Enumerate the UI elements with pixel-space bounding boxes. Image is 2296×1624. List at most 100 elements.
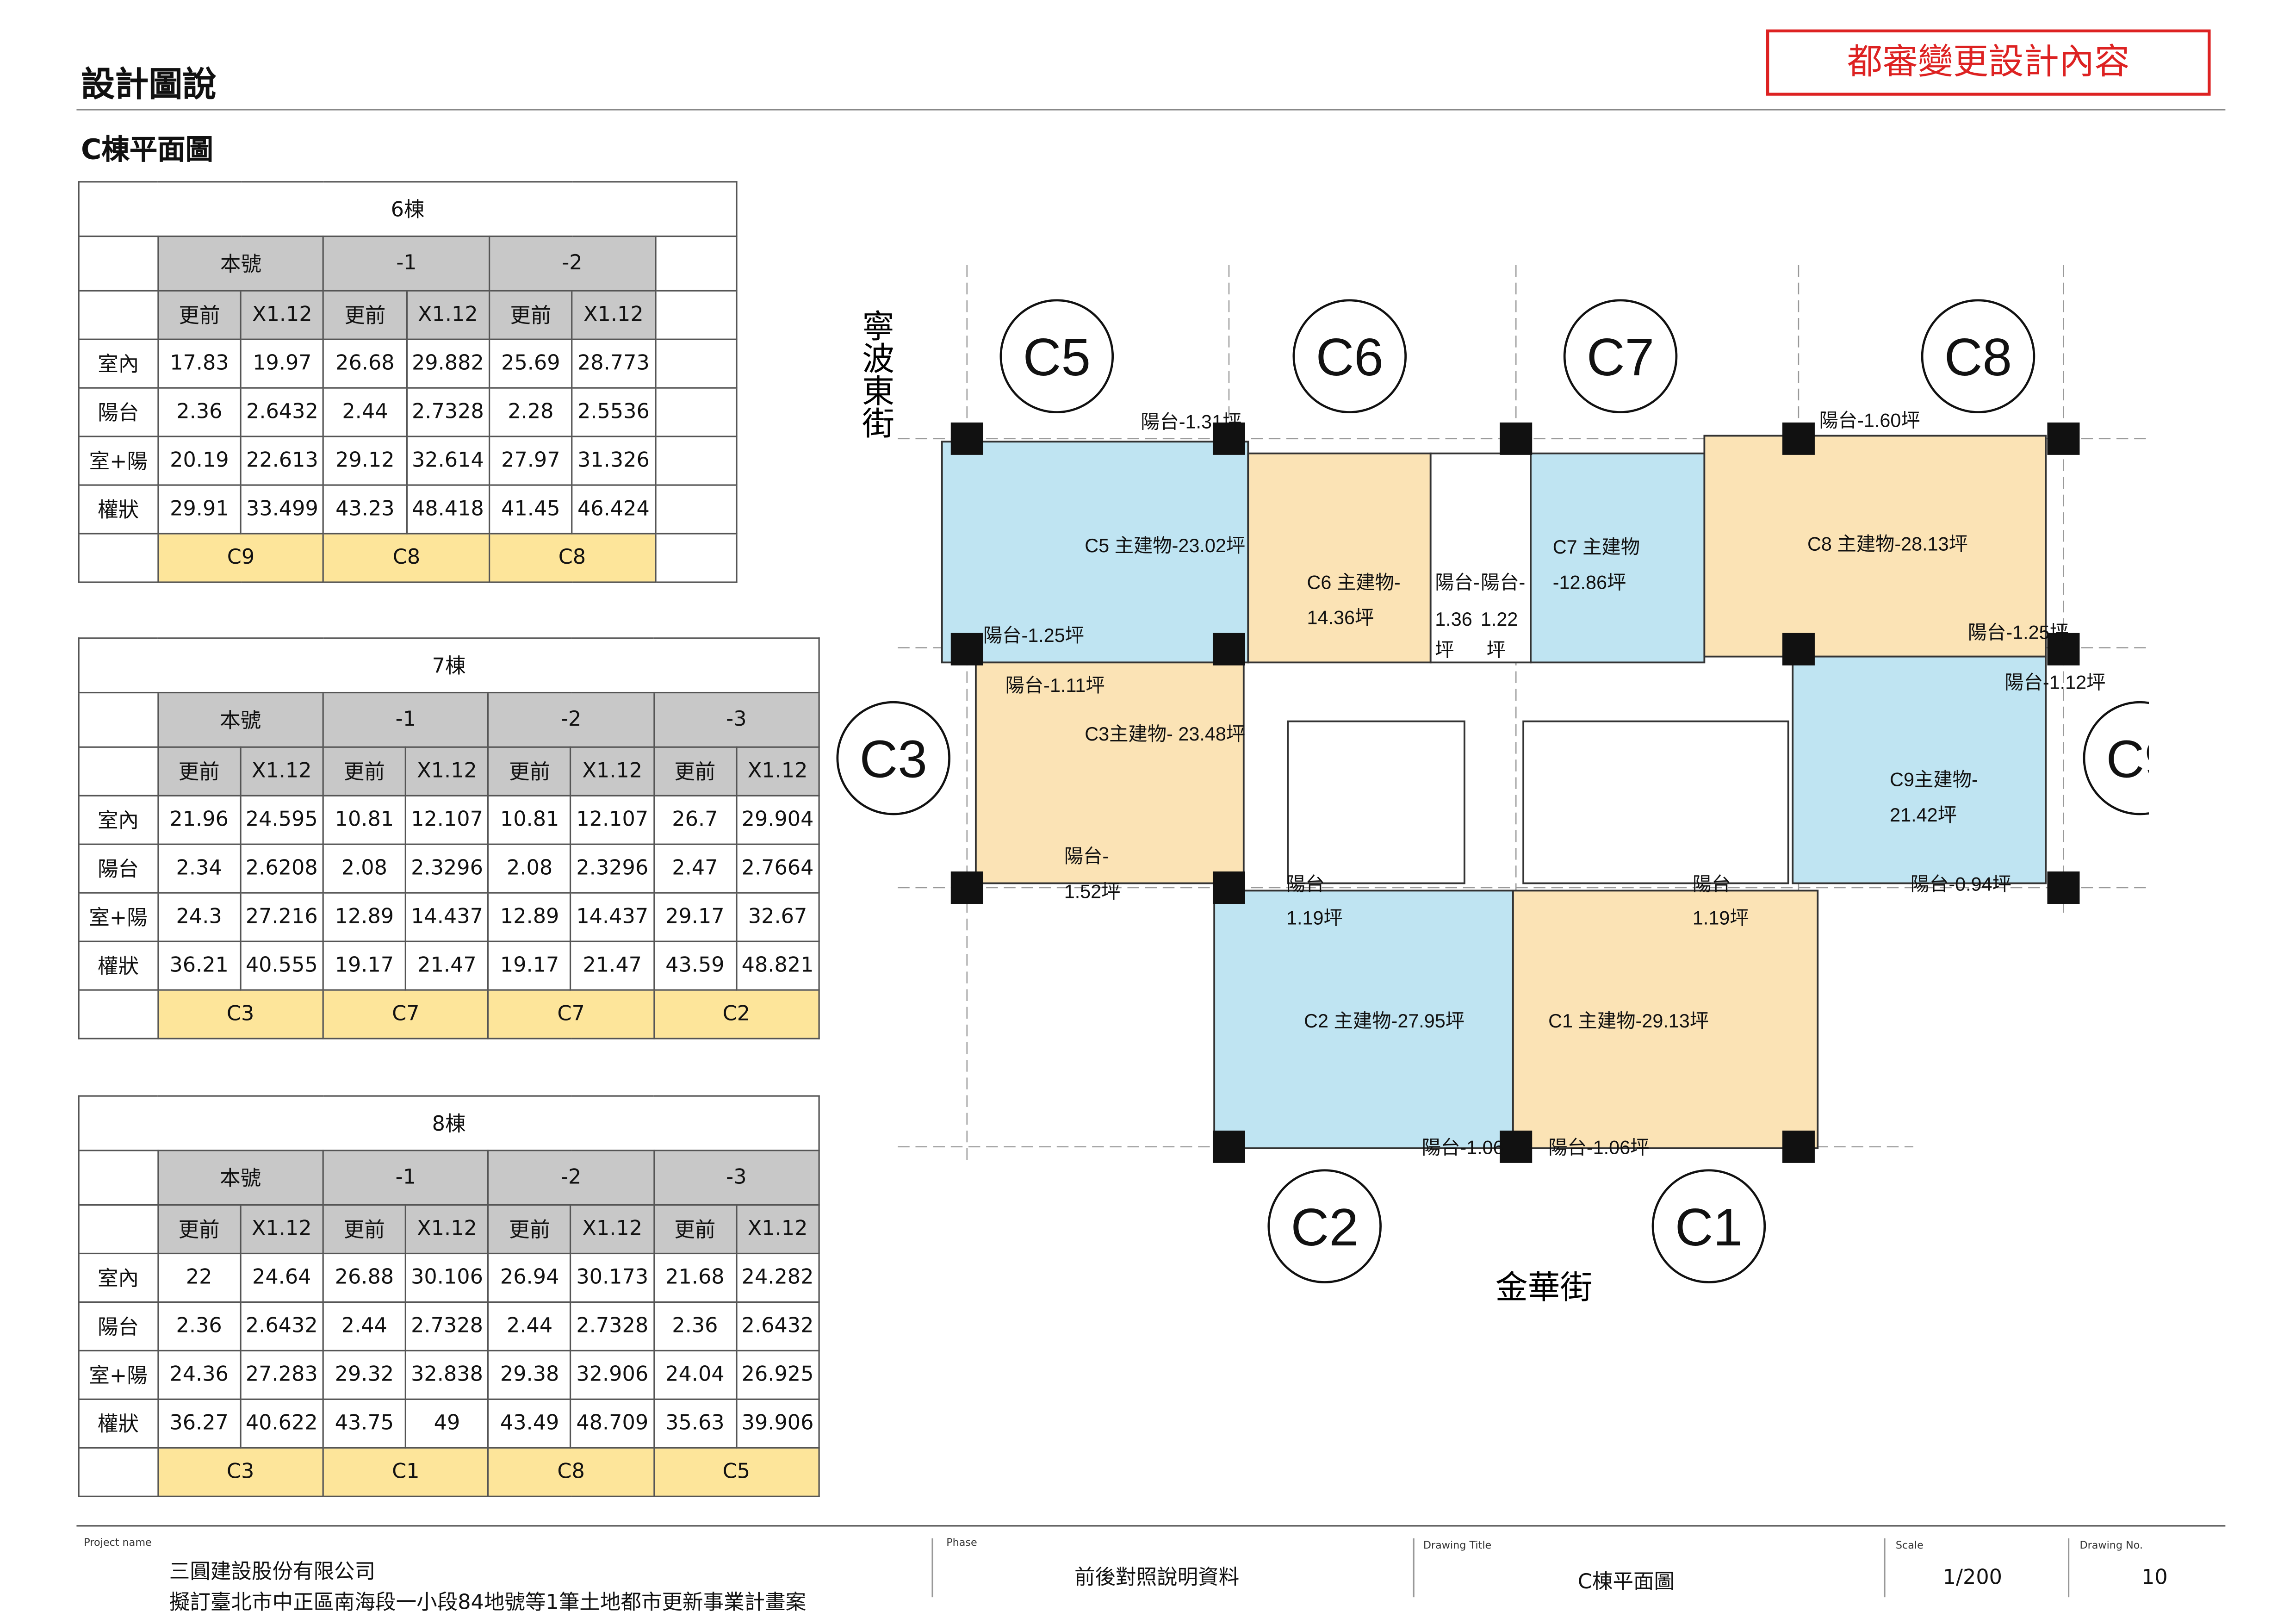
unit-c5-label: C5	[1023, 328, 1091, 387]
area-label: 陽台-1.06坪	[1548, 1137, 1649, 1158]
empty-cell	[654, 235, 738, 292]
table-cell: 29.12	[323, 436, 407, 486]
column-header: 更前	[157, 746, 241, 796]
table-cell: 2.34	[157, 843, 241, 894]
row-label: 室內	[78, 338, 159, 389]
table-cell: 21.47	[570, 940, 655, 991]
area-label: C3主建物- 23.48坪	[1085, 723, 1245, 745]
unit-c9-label: C9	[2106, 729, 2149, 789]
table-cell: 17.83	[157, 338, 242, 389]
table-cell: 19.97	[240, 338, 325, 389]
area-label: C7 主建物	[1553, 536, 1640, 558]
table-cell: 2.7328	[405, 387, 490, 437]
table-cell: 27.97	[488, 436, 573, 486]
divider	[1413, 1538, 1415, 1598]
unit-cell: C3	[157, 1447, 324, 1497]
table-cell: 40.622	[239, 1398, 324, 1449]
column-header: 更前	[653, 1204, 737, 1255]
empty-cell	[78, 1447, 159, 1497]
area-label: 陽台	[1693, 873, 1731, 895]
row-label: 權狀	[78, 1398, 159, 1449]
area-label: C9主建物-	[1890, 769, 1978, 790]
empty-cell	[78, 290, 159, 340]
table-cell: 29.882	[405, 338, 490, 389]
column-header: X1.12	[571, 290, 656, 340]
unit-c7-area	[1530, 452, 1706, 664]
table-cell: 2.28	[488, 387, 573, 437]
project-name: 擬訂臺北市中正區南海段一小段84地號等1筆土地都市更新事業計畫案	[169, 1591, 807, 1615]
street-west: 寧波東街	[858, 309, 894, 439]
table-cell: 43.49	[487, 1398, 572, 1449]
table-cell: 48.821	[735, 940, 820, 991]
structural-columns	[950, 422, 2080, 1163]
table-cell: 24.282	[735, 1252, 820, 1303]
table-cell: 12.89	[487, 892, 572, 942]
area-label: 1.36	[1435, 609, 1472, 630]
floor-plan: C5 C6 C7 C8 C3 C9 C2 C1 寧波東街 金華街 C5 主建物-…	[836, 265, 2149, 1305]
table-cell: 2.47	[653, 843, 737, 894]
phase-value: 前後對照說明資料	[1074, 1566, 1240, 1590]
group-header: -2	[487, 1150, 655, 1206]
area-label: -12.86坪	[1553, 572, 1626, 593]
empty-cell	[654, 436, 738, 486]
table-cell: 26.925	[735, 1350, 820, 1400]
column-header: 更前	[157, 290, 242, 340]
table-title: 6棟	[78, 181, 738, 237]
area-label: C8 主建物-28.13坪	[1807, 534, 1968, 555]
unit-c7-label: C7	[1587, 328, 1654, 387]
table-cell: 29.32	[322, 1350, 407, 1400]
table-cell: 30.106	[404, 1252, 490, 1303]
unit-cell: C7	[322, 989, 490, 1039]
area-label: 陽台-1.12坪	[2004, 672, 2105, 693]
table-cell: 32.67	[735, 892, 820, 942]
row-label: 陽台	[78, 843, 159, 894]
project-label: Project name	[84, 1537, 152, 1549]
table-cell: 2.44	[322, 1301, 407, 1351]
table-cell: 28.773	[571, 338, 656, 389]
scale-value: 1/200	[1942, 1566, 2003, 1590]
table-cell: 32.614	[405, 436, 490, 486]
drawing-title-label: Drawing Title	[1423, 1540, 1492, 1552]
drawing-title-value: C棟平面圖	[1577, 1570, 1675, 1594]
area-label: 1.22	[1481, 609, 1518, 630]
table-cell: 19.17	[322, 940, 407, 991]
table-cell: 2.7328	[404, 1301, 490, 1351]
revision-badge: 都審變更設計內容	[1766, 29, 2211, 96]
table-row: 本號-1-2	[78, 235, 738, 292]
table-cell: 2.7664	[735, 843, 820, 894]
drawing-no-value: 10	[2141, 1566, 2168, 1590]
empty-cell	[78, 746, 159, 796]
divider	[1884, 1538, 1886, 1598]
column-header: 更前	[323, 290, 407, 340]
table-cell: 22.613	[240, 436, 325, 486]
row-label: 室內	[78, 795, 159, 845]
row-label: 室內	[78, 1252, 159, 1303]
table-cell: 19.17	[487, 940, 572, 991]
table-cell: 24.595	[239, 795, 324, 845]
divider	[931, 1538, 933, 1598]
drawing-no-label: Drawing No.	[2079, 1540, 2143, 1552]
area-label: 陽台-1.06	[1422, 1137, 1504, 1158]
row-label: 室+陽	[78, 892, 159, 942]
unit-markers	[836, 299, 2149, 1283]
column-header: 更前	[157, 1204, 241, 1255]
table-cell: 26.68	[323, 338, 407, 389]
table-cell: 2.6432	[735, 1301, 820, 1351]
group-header: 本號	[157, 235, 325, 292]
table-cell: 2.5536	[571, 387, 656, 437]
unit-c1-area	[1512, 890, 1819, 1149]
column-header: X1.12	[570, 1204, 655, 1255]
group-header: -2	[488, 235, 656, 292]
area-label: 陽台-1.25坪	[1968, 622, 2069, 643]
empty-cell	[654, 290, 738, 340]
